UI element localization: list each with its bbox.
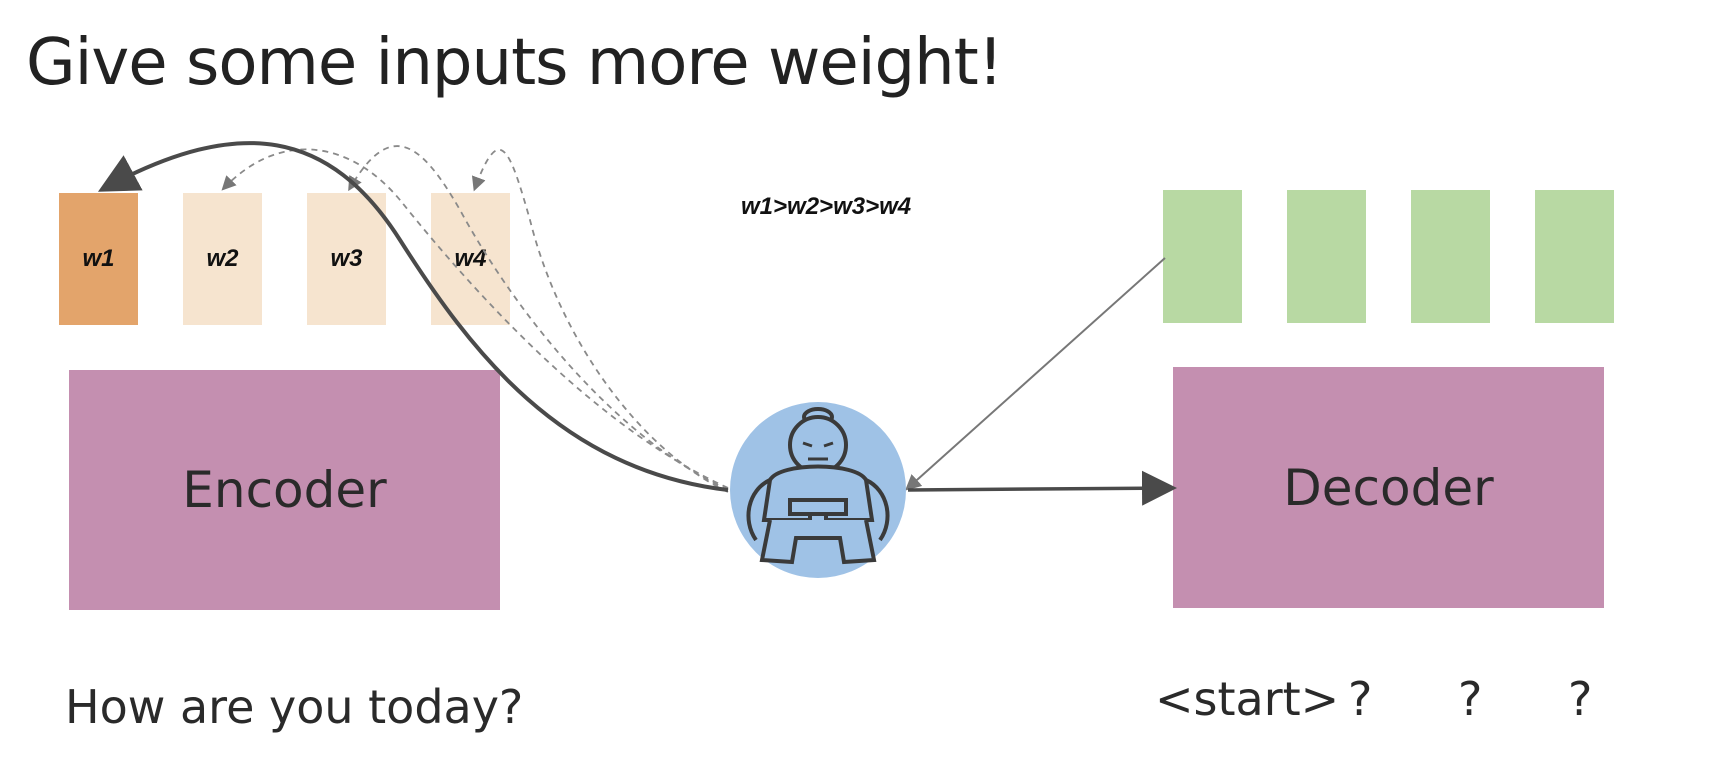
weight-box-w1: w1 [59,193,138,325]
encoder-label: Encoder [182,461,387,519]
sumo-wrestler-icon [730,402,906,578]
attention-arrow-w3 [348,145,729,491]
slide-title: Give some inputs more weight! [26,26,1003,100]
decoder-to-attention-arrow [905,257,1166,491]
decoder-state-box-3 [1411,190,1490,323]
decoder-label: Decoder [1283,458,1494,517]
decoder-state-box-1 [1163,190,1242,323]
decoder-state-box-2 [1287,190,1366,323]
attention-arrow-w1 [97,141,729,492]
output-token-3: ? [1458,672,1483,726]
decoder-state-box-4 [1535,190,1614,323]
attention-arrow-w4 [471,149,729,493]
input-sentence: How are you today? [65,680,524,734]
output-token-start: <start> [1155,672,1340,726]
decoder-block: Decoder [1173,367,1604,608]
encoder-block: Encoder [69,370,500,610]
output-token-2: ? [1348,672,1373,726]
output-token-4: ? [1568,672,1593,726]
attention-to-decoder-arrow [907,470,1177,506]
weight-box-w2: w2 [183,193,262,325]
weight-order-label: w1>w2>w3>w4 [741,193,912,220]
weight-box-w3: w3 [307,193,386,325]
